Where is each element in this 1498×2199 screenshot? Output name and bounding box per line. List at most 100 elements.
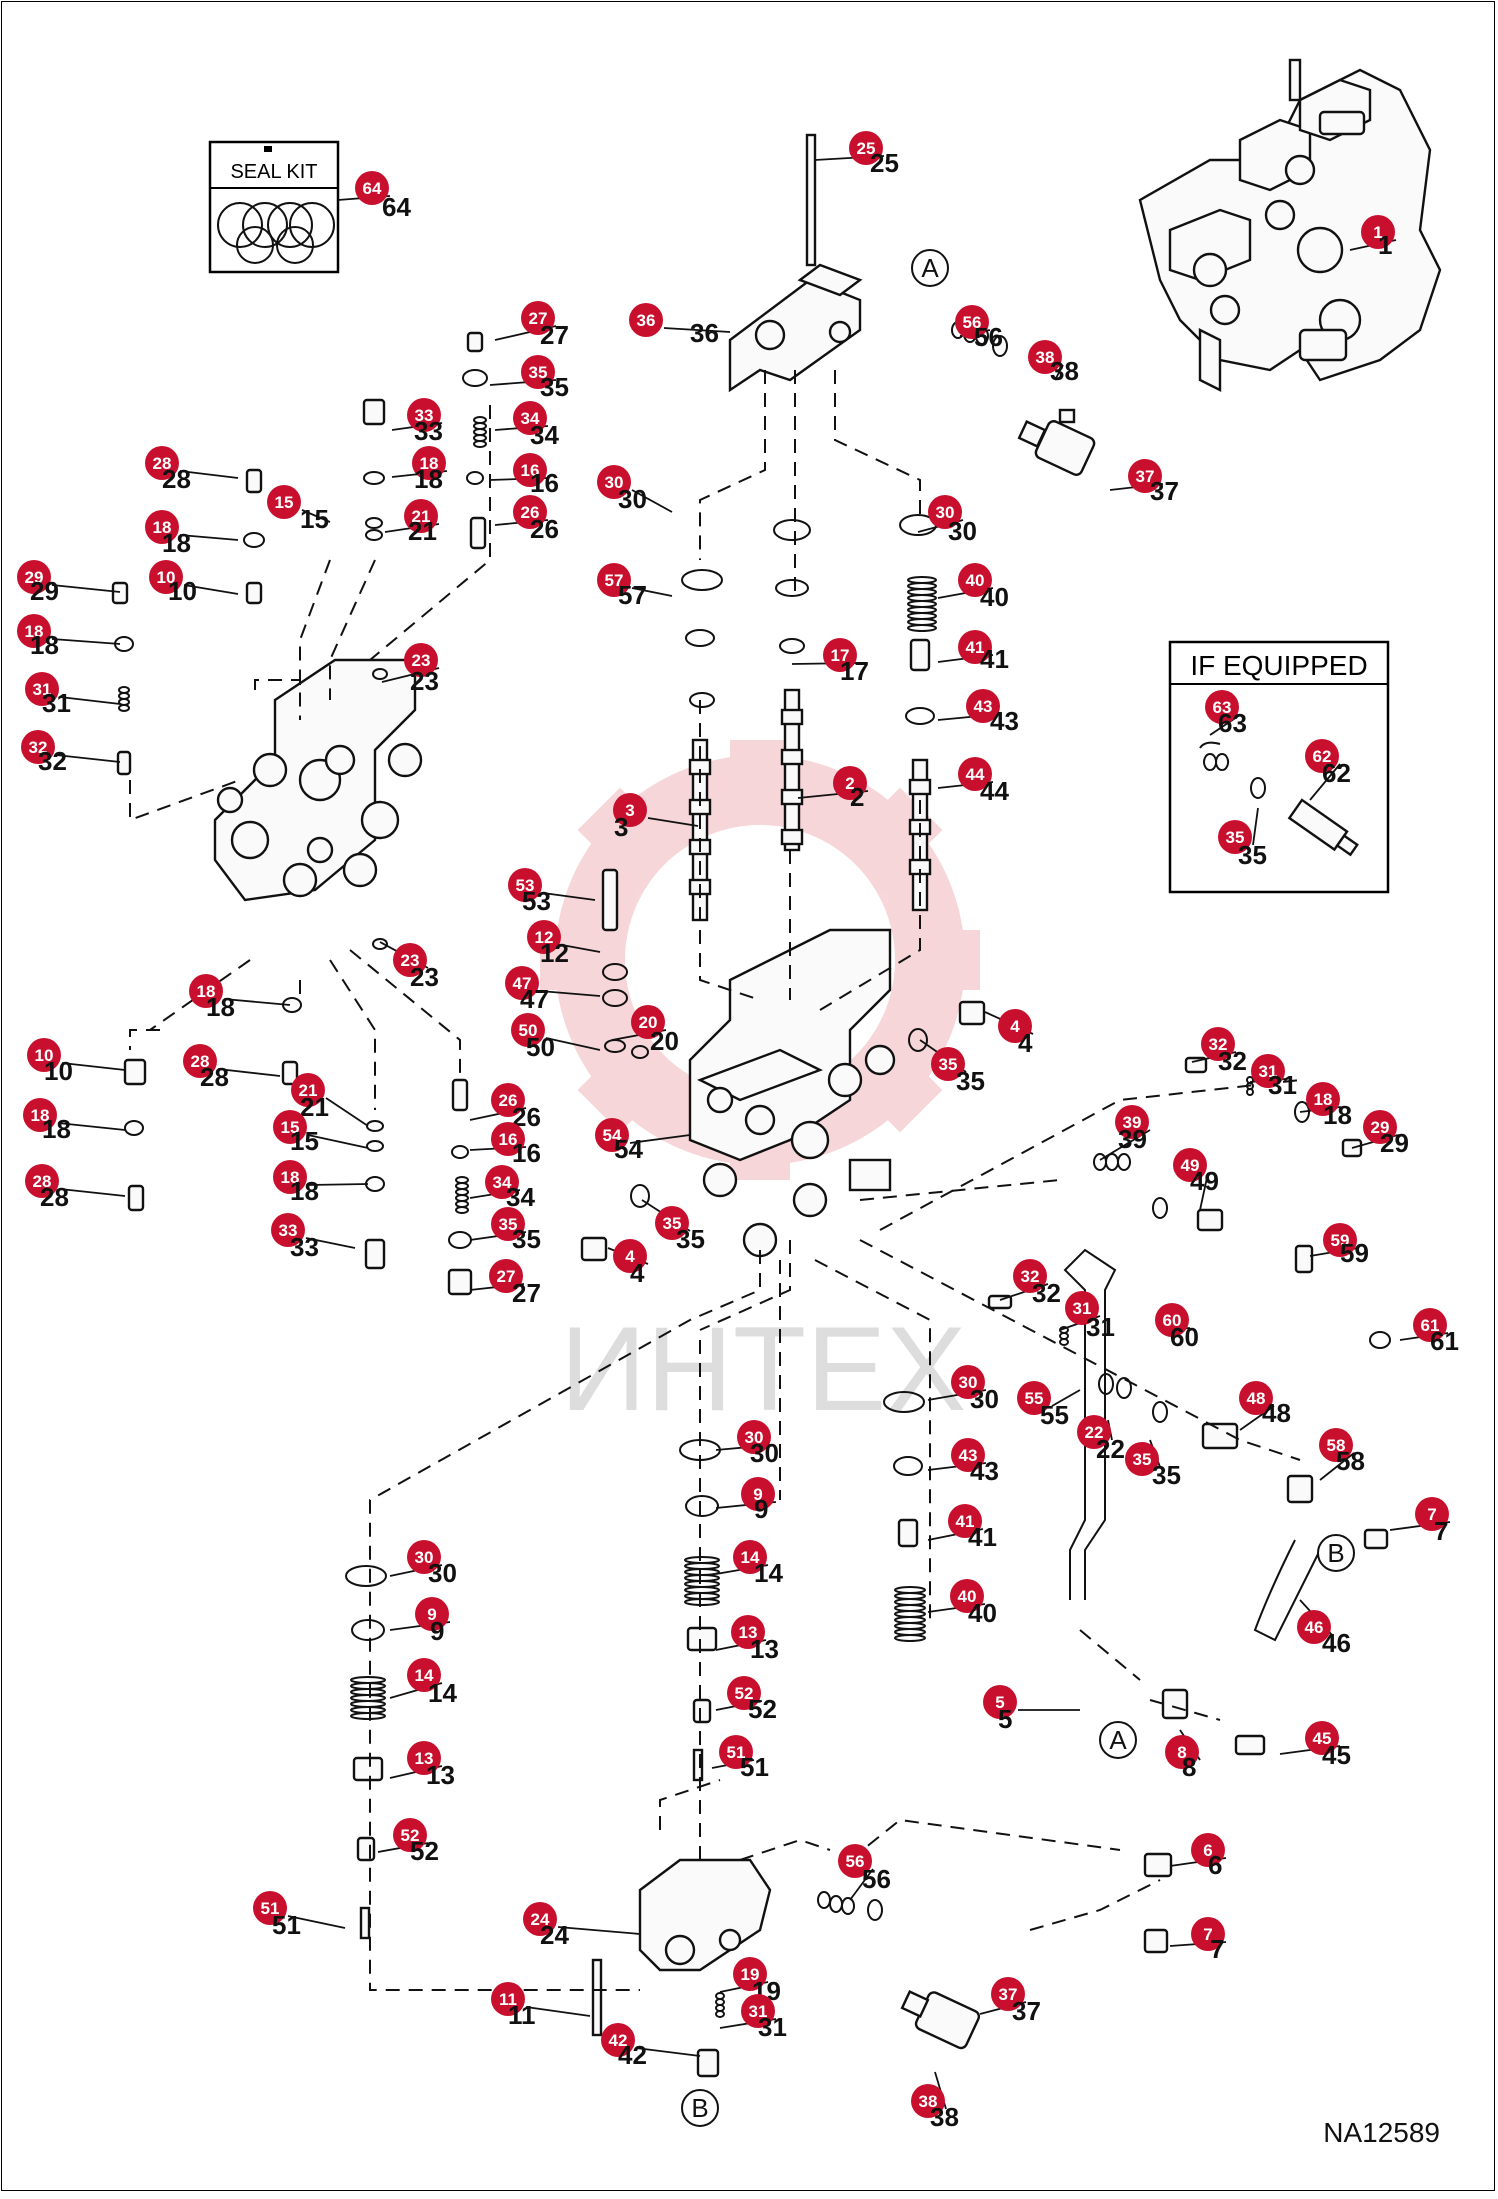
if-equipped-title: IF EQUIPPED [1190,650,1367,681]
callout-bubble-number: 43 [959,1446,978,1465]
callout-label: 39 [1118,1124,1147,1154]
callout-bubble-number: 15 [281,1118,300,1137]
callout-bubble [491,1207,525,1241]
callout-7: 77 [1389,1497,1451,1546]
callout-label: 31 [758,2012,787,2042]
callout-bubble-number: 4 [625,1247,635,1266]
dashed-line [254,679,301,700]
callout-bubble [355,171,389,205]
callout-label: 50 [526,1032,555,1062]
callout-bubble-number: 2 [845,774,854,793]
plug [692,1698,712,1724]
dashed-line [819,800,921,1011]
callout-bubble-number: 34 [521,409,540,428]
o-ring [372,938,388,950]
callout-bubble [911,2084,945,2118]
leader-line [183,584,239,595]
callout-bubble-number: 61 [1421,1316,1440,1335]
callout-bubble [955,305,989,339]
callout-bubble-number: 56 [963,313,982,332]
callout-bubble-number: 60 [1163,1311,1182,1330]
callout-bubble [1191,1833,1225,1867]
o-ring [372,668,388,680]
callout-bubble [983,1685,1017,1719]
callout-8: 88 [1165,1729,1201,1782]
plug [1294,1244,1314,1274]
leader-line [223,998,291,1006]
callout-bubble-number: 62 [1313,747,1332,766]
o-ring [345,1565,387,1587]
callout-label: 3 [614,812,628,842]
dashed-line [834,370,921,520]
callout-bubble [601,2023,635,2057]
leader-line [57,1122,126,1131]
assembly-lines [129,370,1301,1991]
callout-label: 18 [290,1176,319,1206]
callout-bubble-number: 31 [33,680,52,699]
callout-bubble [951,1438,985,1472]
callout-bubble-number: 31 [1073,1299,1092,1318]
callout-bubble-number: 38 [1036,348,1055,367]
callout-bubble [1205,690,1239,724]
callout-bubble [991,1977,1025,2011]
callout-bubble-number: 28 [191,1052,210,1071]
callout-bubble-number: 49 [1181,1156,1200,1175]
callout-label: 22 [1096,1434,1125,1464]
callout-bubble [1239,1381,1273,1415]
plug [116,750,132,776]
callout-label: 21 [408,516,437,546]
callout-bubble [733,1540,767,1574]
callout-bubble [1305,739,1339,773]
callout-bubble-number: 51 [727,1743,746,1762]
leader-line [542,892,596,901]
callout-label: 21 [300,1092,329,1122]
spring [684,1556,720,1606]
callout-label: 10 [168,576,197,606]
callout-bubble-number: 25 [857,139,876,158]
callout-bubble [1155,1303,1189,1337]
leader-line [629,1134,691,1144]
callout-bubble [145,510,179,544]
callout-label: 30 [618,484,647,514]
callout-bubble-number: 52 [401,1826,420,1845]
callout-bubble [1125,1442,1159,1476]
callout-bubble-number: 6 [1203,1841,1212,1860]
callout-label: 63 [1218,708,1247,738]
o-ring [124,1120,144,1136]
callout-bubble-number: 53 [516,876,535,895]
end-cap-bottom [591,1858,772,2037]
callout-6: 66 [1169,1833,1227,1880]
callout-bubble-number: 18 [153,518,172,537]
dashed-line [329,959,376,1110]
callout-label: 53 [522,886,551,916]
callout-bubble [149,560,183,594]
callout-bubble [741,1477,775,1511]
plug [958,1000,986,1026]
callout-label: 18 [30,630,59,660]
callout-bubble [485,1165,519,1199]
callout-bubble [189,974,223,1008]
callout-bubble [833,766,867,800]
callout-bubble-number: 8 [1177,1743,1186,1762]
callout-bubble-number: 41 [956,1512,975,1531]
callout-bubble-number: 21 [412,507,431,526]
plug [897,1518,919,1548]
plug [364,1238,386,1270]
callout-label: 42 [618,2040,647,2070]
callout-bubble [731,1615,765,1649]
callout-bubble-number: 5 [995,1693,1004,1712]
